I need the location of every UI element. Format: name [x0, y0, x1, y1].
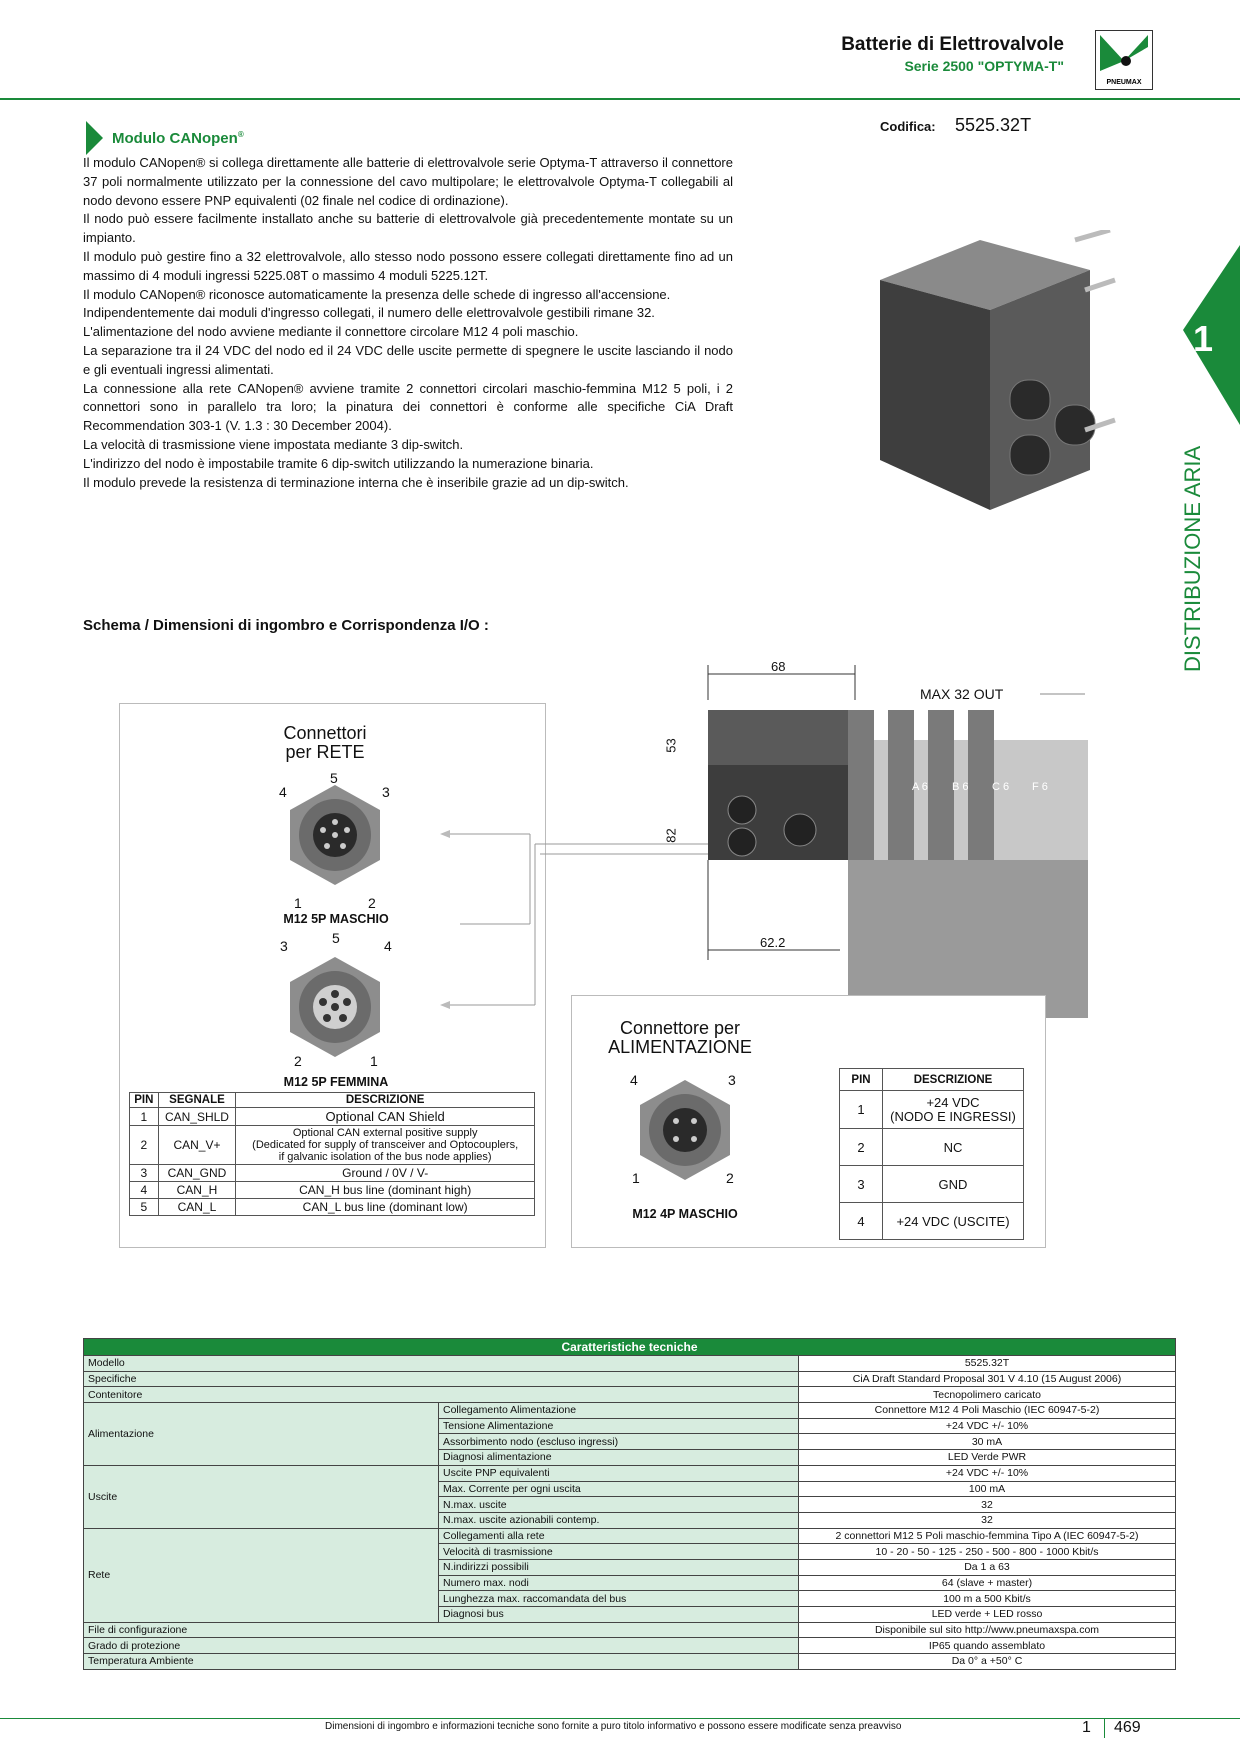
schema-title: Schema / Dimensioni di ingombro e Corris… [83, 617, 489, 634]
footer-chapter: 1 [1082, 1719, 1091, 1736]
leader-lines [440, 830, 780, 1009]
pin-label: 2 [294, 1053, 302, 1069]
logo-text: PNEUMAX [1106, 79, 1141, 86]
pin-label: 4 [279, 784, 287, 800]
pin-label: 4 [384, 938, 392, 954]
pneumax-logo: PNEUMAX [1095, 30, 1153, 90]
footer-separator [1104, 1718, 1105, 1738]
pin-label: 3 [280, 938, 288, 954]
chapter-vertical-title: DISTRIBUZIONE ARIA [1180, 445, 1205, 672]
section-title: Modulo CANopen® [112, 130, 244, 147]
pin-label: 3 [382, 784, 390, 800]
dim-53: 53 [663, 738, 679, 753]
max-out-label: MAX 32 OUT [920, 686, 1004, 702]
m12-4p-label: M12 4P MASCHIO [632, 1207, 738, 1221]
pin-label: 2 [726, 1170, 734, 1186]
pin-label: 1 [370, 1053, 378, 1069]
rete-label: Connettori per RETE [283, 723, 367, 762]
section-arrow-icon [86, 121, 103, 155]
pin-label: 5 [332, 930, 340, 946]
pin-label: 3 [728, 1072, 736, 1088]
header-subtitle: Serie 2500 "OPTYMA-T" [904, 58, 1064, 74]
valve-label: C 6 [992, 781, 1010, 793]
codifica-value: 5525.32T [955, 115, 1032, 135]
m12-male-connector [290, 785, 380, 885]
pin-label: 2 [368, 895, 376, 911]
m12-4p-connector [640, 1080, 730, 1180]
product-photo [880, 230, 1116, 510]
dim-68: 68 [771, 659, 786, 674]
pin-label: 4 [630, 1072, 638, 1088]
dim-62-2: 62.2 [760, 935, 786, 950]
module-diagram [707, 665, 1088, 1018]
pin-label: 1 [632, 1170, 640, 1186]
header-divider [0, 98, 1240, 100]
m12-female-connector [290, 957, 380, 1057]
description-text: Il modulo CANopen® si collega direttamen… [83, 155, 733, 490]
dim-82: 82 [663, 828, 679, 843]
chapter-tab [1183, 245, 1240, 425]
m12-female-label: M12 5P FEMMINA [283, 1075, 389, 1089]
pin-label: 5 [330, 770, 338, 786]
chapter-number: 1 [1193, 318, 1214, 359]
footer-note: Dimensioni di ingombro e informazioni te… [325, 1721, 902, 1732]
valve-label: B 6 [952, 781, 969, 793]
codifica-label: Codifica: [880, 119, 936, 134]
valve-label: F 6 [1032, 781, 1048, 793]
m12-male-label: M12 5P MASCHIO [283, 912, 389, 926]
pin-label: 1 [294, 895, 302, 911]
footer-divider [0, 1718, 1240, 1719]
valve-label: A 6 [912, 781, 928, 793]
header-title: Batterie di Elettrovalvole [841, 34, 1064, 55]
alim-label: Connettore per ALIMENTAZIONE [608, 1018, 752, 1057]
page-number: 469 [1114, 1719, 1141, 1736]
